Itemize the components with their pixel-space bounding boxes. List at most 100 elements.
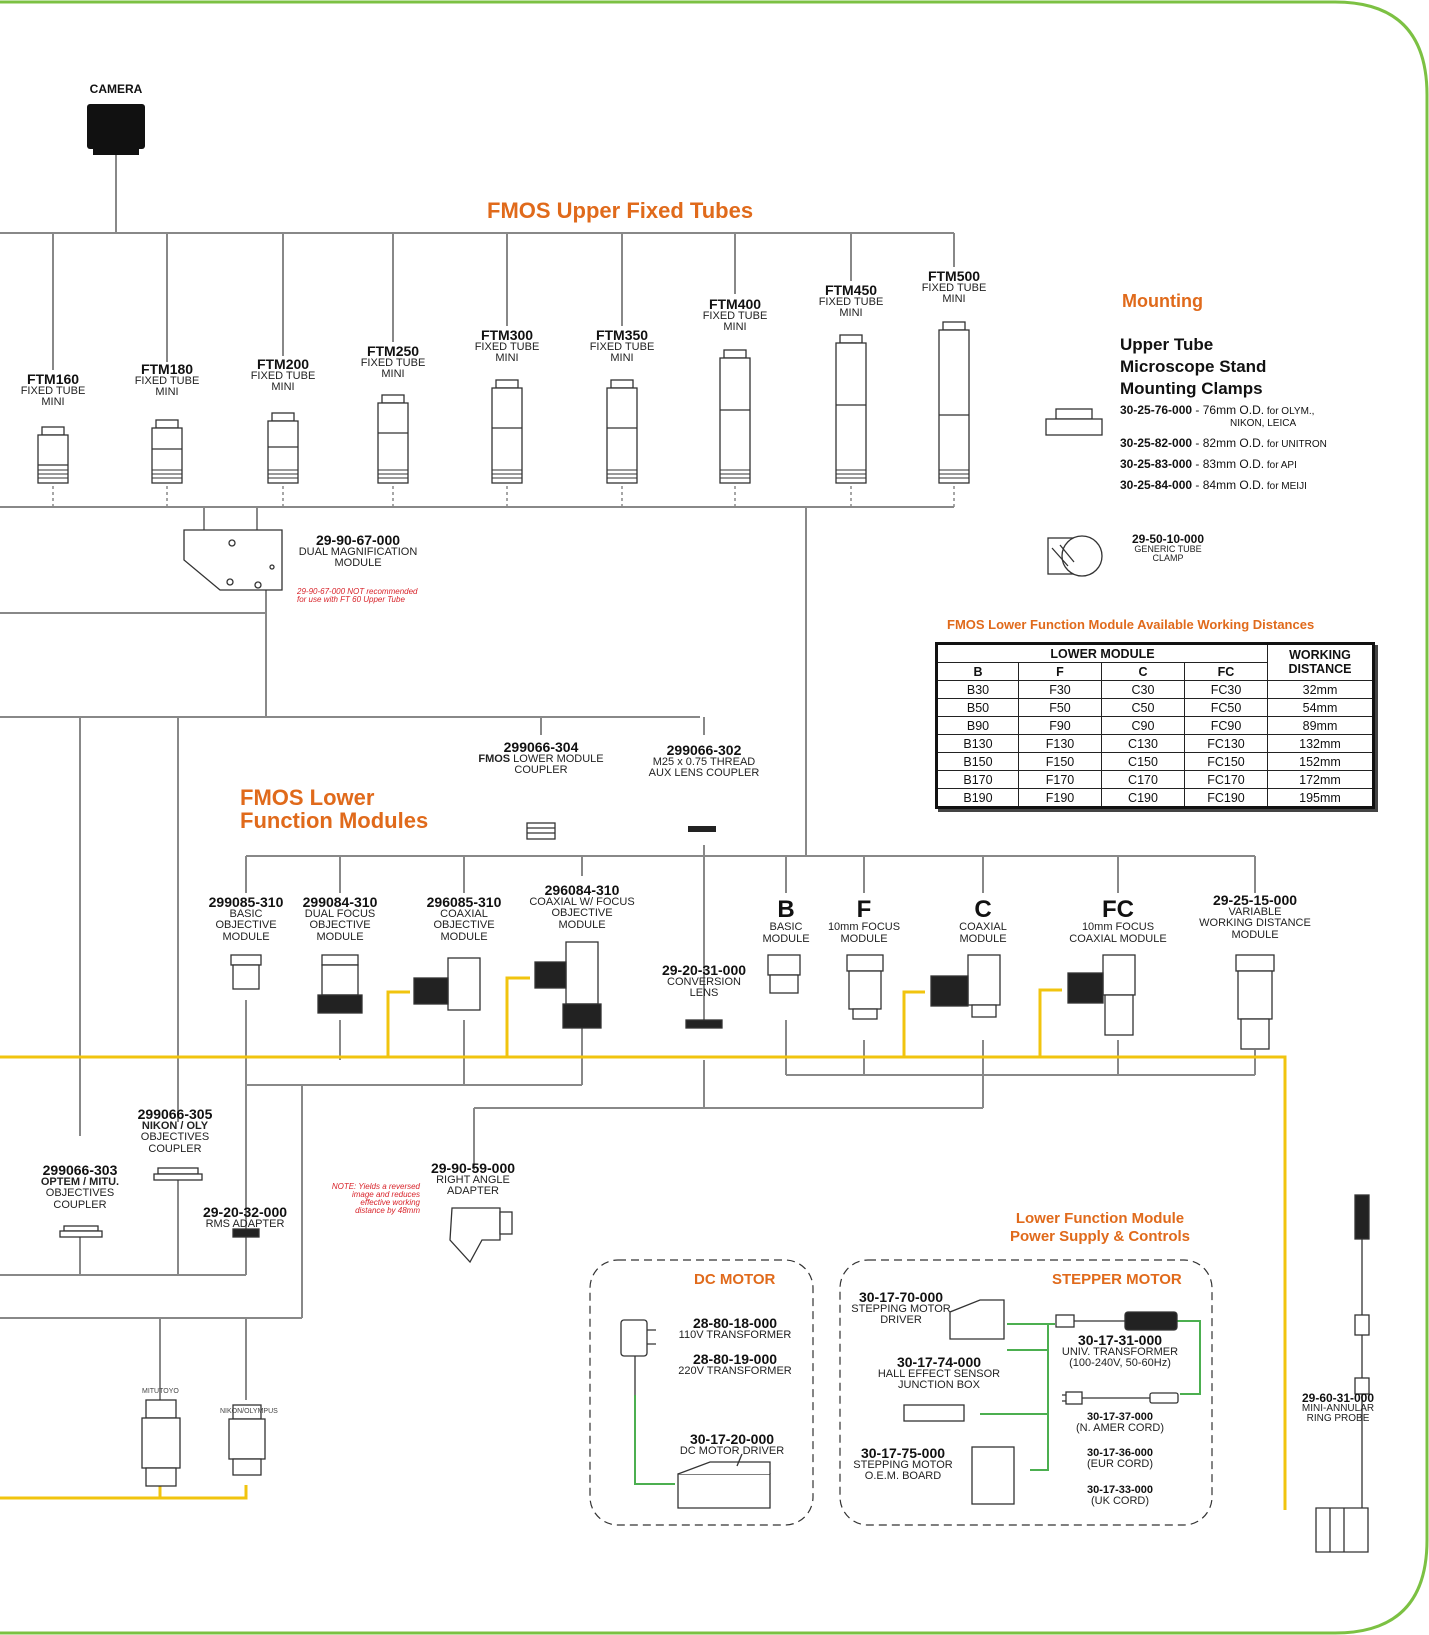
coupler-302-shape	[688, 826, 716, 832]
stepper-motor-title: STEPPER MOTOR	[1052, 1271, 1182, 1288]
cord-eur-label[interactable]: 30-17-36-000(EUR CORD)	[1086, 1447, 1154, 1471]
camera-label: CAMERA	[89, 82, 143, 96]
module-299085-shape	[230, 954, 262, 990]
transformer-shape	[620, 1319, 656, 1395]
camera-shape	[87, 104, 145, 155]
coupler-305-shape	[153, 1167, 203, 1181]
coupler-303-shape	[59, 1225, 103, 1238]
dc-motor-title: DC MOTOR	[694, 1271, 776, 1288]
tube-ftm500	[938, 321, 970, 484]
clamp-82[interactable]: 30-25-82-000 - 82mm O.D. for UNITRON	[1120, 436, 1327, 450]
stepper-driver-shape	[949, 1299, 1005, 1340]
tube-ftm300	[491, 379, 523, 484]
module-296084-shape	[534, 941, 602, 1029]
stepper-motor-panel	[839, 1259, 1213, 1526]
tube-ftm350	[606, 379, 638, 484]
tube-ftm160	[37, 426, 69, 484]
dc-motor-panel	[589, 1259, 814, 1526]
upper-tubes-title: FMOS Upper Fixed Tubes	[487, 198, 754, 223]
module-b-shape	[767, 954, 801, 994]
oem-board-shape	[971, 1446, 1015, 1505]
hall-sensor-box-shape	[903, 1404, 965, 1422]
ring-probe-shape	[1315, 1194, 1370, 1553]
cord-uk-label[interactable]: 30-17-33-000(UK CORD)	[1086, 1484, 1154, 1508]
module-296085-shape	[413, 957, 481, 1011]
mounting-title: Mounting	[1122, 291, 1203, 311]
objective-nikon-shape	[228, 1404, 266, 1476]
module-c-shape	[930, 954, 1001, 1018]
tube-ftm200	[267, 412, 299, 484]
tube-ftm400	[719, 349, 751, 484]
rms-adapter-shape	[232, 1228, 260, 1238]
univ-transformer-shape	[1055, 1311, 1178, 1331]
module-fc-shape	[1067, 954, 1136, 1036]
generic-clamp-shape	[1047, 535, 1103, 577]
mitutoyo-label: MITUTOYO	[142, 1388, 179, 1395]
wd-group-header: LOWER MODULE	[936, 643, 1268, 663]
dc-driver-shape	[677, 1453, 771, 1509]
clamp-83[interactable]: 30-25-83-000 - 83mm O.D. for API	[1120, 457, 1297, 471]
cord-namer-label[interactable]: 30-17-37-000(N. AMER CORD)	[1076, 1411, 1164, 1435]
conversion-lens-shape	[685, 1019, 723, 1029]
clamp-84[interactable]: 30-25-84-000 - 84mm O.D. for MEIJI	[1120, 478, 1307, 492]
clamp-list: 30-25-76-000 - 76mm O.D. for OLYM., NIKO…	[1120, 403, 1327, 492]
objective-mitutoyo-shape	[141, 1399, 181, 1487]
clamp-76[interactable]: 30-25-76-000 - 76mm O.D. for OLYM.,	[1120, 403, 1315, 417]
coupler-304-shape	[526, 822, 556, 840]
module-299084-shape	[317, 954, 363, 1014]
module-f-shape	[846, 954, 884, 1020]
tube-ftm450	[835, 334, 867, 484]
right-angle-adapter-shape	[449, 1207, 513, 1264]
power-cord-shape	[1062, 1391, 1179, 1405]
nikon-olympus-label: NIKON/OLYMPUS	[220, 1408, 278, 1415]
module-vwd-shape	[1235, 954, 1275, 1050]
